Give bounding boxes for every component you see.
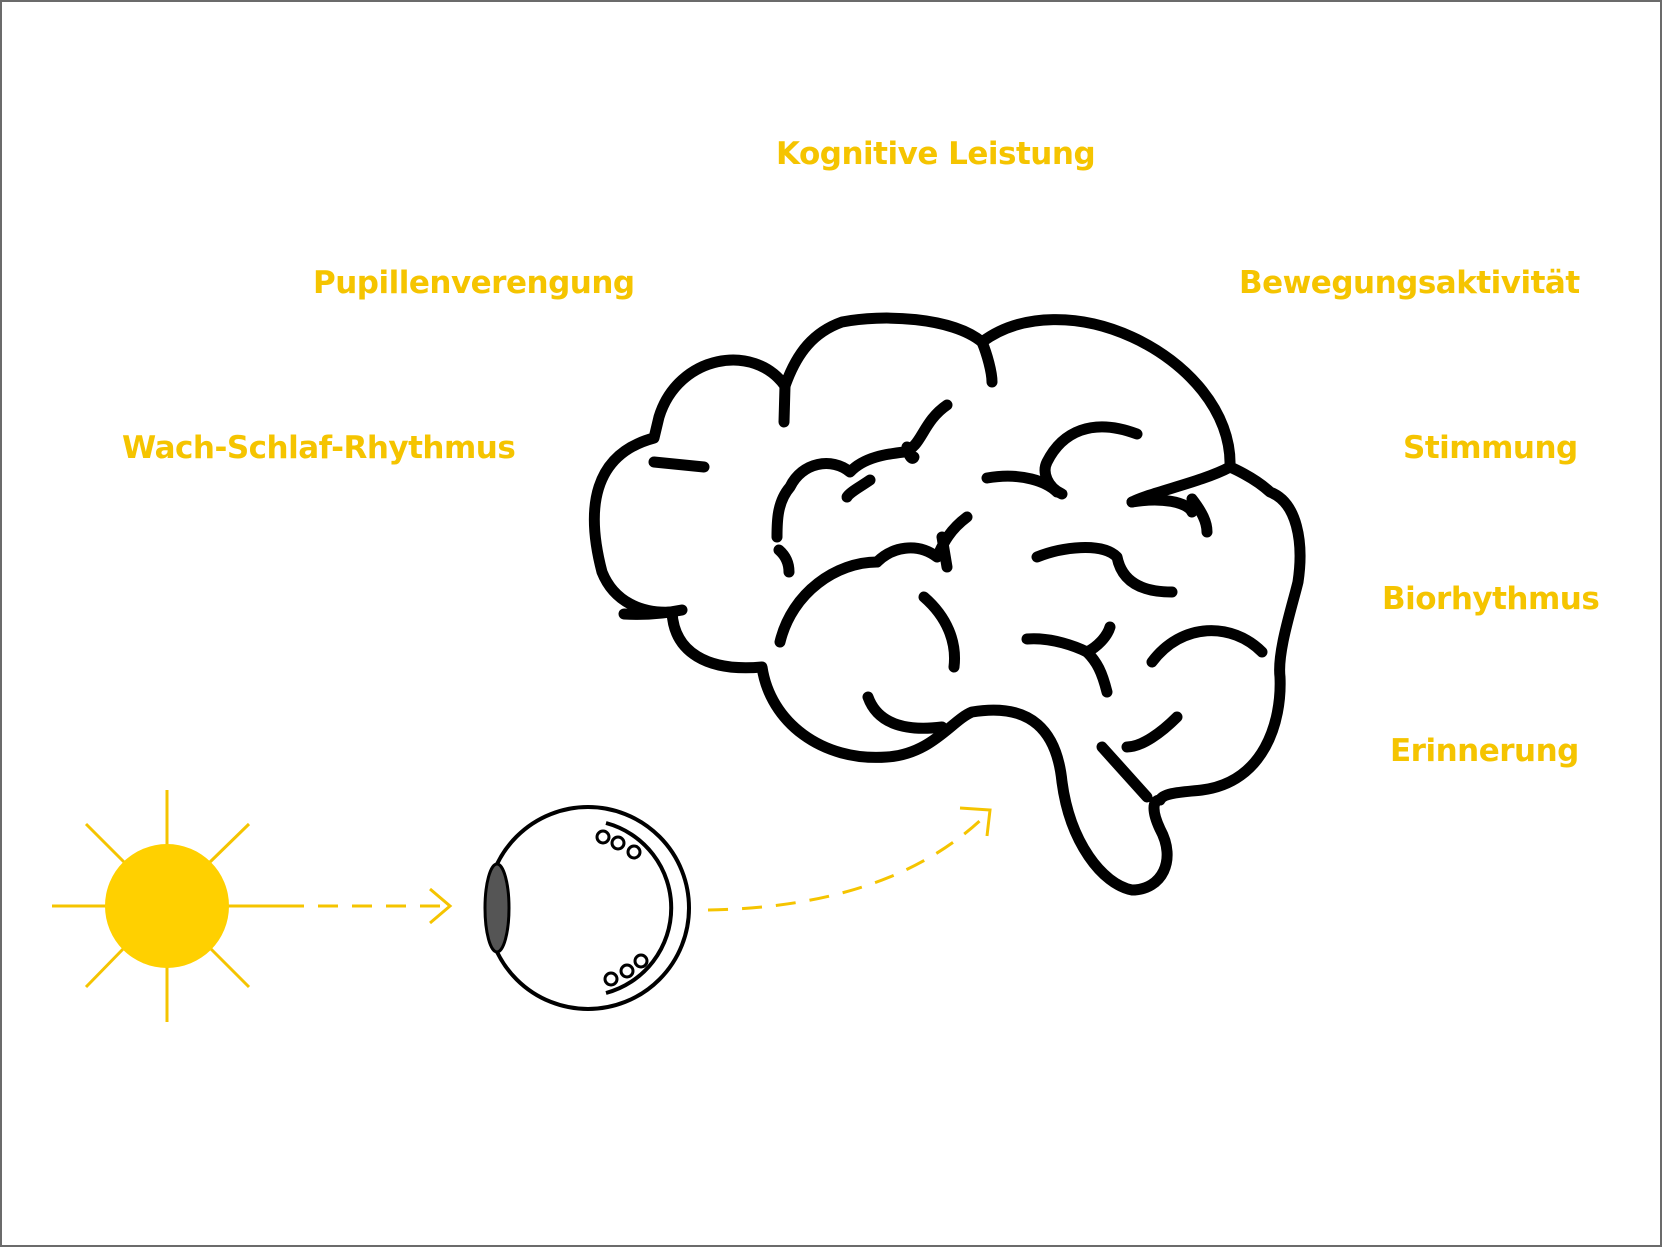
arrow-eye-to-brain	[707, 806, 992, 912]
eye-icon	[483, 805, 691, 1011]
label-pupillenverengung: Pupillenverengung	[313, 265, 635, 301]
label-bewegungsaktivitaet: Bewegungsaktivität	[1239, 265, 1580, 301]
arrow-sun-to-eye	[284, 887, 453, 925]
label-biorhythmus: Biorhythmus	[1382, 581, 1600, 617]
label-kognitive-leistung: Kognitive Leistung	[776, 136, 1096, 172]
label-erinnerung: Erinnerung	[1390, 733, 1579, 769]
label-wach-schlaf-rhythmus: Wach-Schlaf-Rhythmus	[122, 430, 516, 466]
label-stimmung: Stimmung	[1403, 430, 1578, 466]
brain-icon	[588, 312, 1306, 896]
sun-icon	[52, 790, 284, 1022]
